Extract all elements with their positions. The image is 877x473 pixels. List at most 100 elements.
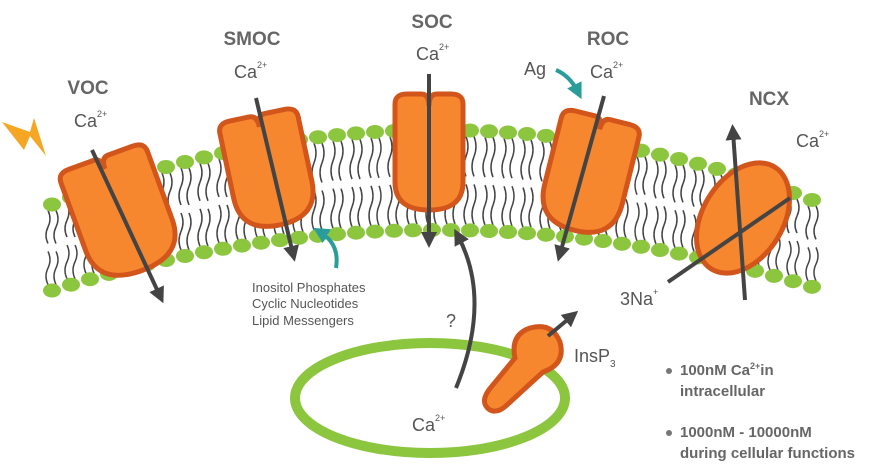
roc-ion: Ca2+ xyxy=(590,60,623,82)
lipid-head xyxy=(347,126,365,141)
lipid-tail xyxy=(786,240,792,276)
lipid-tail xyxy=(368,185,374,226)
lipid-head xyxy=(366,124,384,139)
lipid-head xyxy=(689,156,707,171)
lipid-head xyxy=(43,283,61,298)
ncx-sodium-ion: 3Na+ xyxy=(620,287,658,309)
lipid-tail xyxy=(387,136,393,178)
ncx-label: NCX xyxy=(749,89,789,110)
lipid-tail xyxy=(520,139,526,180)
lipid-tail xyxy=(330,188,336,229)
question-mark: ? xyxy=(446,311,456,331)
smoc-label: SMOC xyxy=(224,29,281,50)
insp3-binding-arrow xyxy=(546,310,579,338)
lipid-tail xyxy=(224,204,230,244)
lipid-tail xyxy=(634,156,640,195)
roc-channel xyxy=(540,107,642,235)
lipid-tail xyxy=(311,190,317,231)
lipid-head xyxy=(803,192,821,207)
lipid-head xyxy=(328,128,346,143)
lipid-head xyxy=(765,268,783,283)
messenger-label: Cyclic Nucleotides xyxy=(252,296,359,311)
lipid-tail xyxy=(520,187,526,228)
lipid-head xyxy=(594,234,612,249)
lipid-tail xyxy=(775,234,781,271)
messenger-label: Lipid Messengers xyxy=(252,313,354,328)
lipid-head xyxy=(157,159,175,174)
roc-label: ROC xyxy=(587,29,630,50)
lipid-head xyxy=(62,277,80,292)
note-superscript: 2+ xyxy=(750,361,761,371)
lipid-head xyxy=(537,128,555,143)
lipid-head xyxy=(803,279,821,294)
lipid-tail xyxy=(482,137,488,178)
lipid-head xyxy=(423,223,441,238)
lightning-icon xyxy=(2,118,46,156)
lipid-tail xyxy=(178,212,184,251)
lipid-tail xyxy=(501,185,507,227)
lipid-tail xyxy=(319,190,325,231)
lipid-tail xyxy=(72,244,78,280)
lipid-head xyxy=(461,223,479,238)
lipid-tail xyxy=(672,210,678,248)
lipid-tail xyxy=(349,186,355,228)
lipid-head xyxy=(442,223,460,238)
voc-calcium-arrow xyxy=(90,149,164,304)
lipid-tail xyxy=(661,206,667,245)
lipid-tail xyxy=(368,137,374,179)
lipid-tail xyxy=(805,205,811,240)
messenger-activation-arrow xyxy=(313,227,339,269)
lipid-tail xyxy=(376,137,382,179)
store-calcium-ion: Ca2+ xyxy=(412,413,445,435)
lipid-tail xyxy=(794,198,800,234)
lipid-head xyxy=(195,150,213,165)
lipid-head xyxy=(499,224,517,239)
note-text: during cellular functions xyxy=(680,445,856,462)
voc-ion: Ca2+ xyxy=(74,109,107,131)
lipid-tail xyxy=(813,205,819,240)
smoc-ion: Ca2+ xyxy=(234,60,267,82)
lipid-tail xyxy=(539,141,545,182)
lipid-tail xyxy=(319,142,325,183)
soc-ion: Ca2+ xyxy=(416,42,449,64)
lipid-tail xyxy=(45,251,51,285)
lipid-tail xyxy=(216,158,222,198)
note-text: intracellular xyxy=(680,383,766,400)
lipid-head xyxy=(575,231,593,246)
lipid-head xyxy=(708,161,726,176)
lipid-head xyxy=(271,233,289,248)
roc-calcium-arrow xyxy=(554,95,606,262)
lipid-head xyxy=(233,238,251,253)
lipid-tail xyxy=(528,187,534,228)
lipid-tail xyxy=(642,202,648,242)
calcium-store-ring xyxy=(290,338,570,458)
lipid-tail xyxy=(216,204,222,244)
lipid-tail xyxy=(509,185,515,227)
lipid-head xyxy=(328,227,346,242)
lipid-tail xyxy=(64,244,70,280)
lipid-tail xyxy=(186,212,192,251)
lipid-tail xyxy=(330,140,336,181)
insp3-receptor xyxy=(482,324,564,414)
lipid-tail xyxy=(205,208,211,247)
store-release-arrow xyxy=(454,228,477,389)
lipid-tail xyxy=(357,139,363,180)
lipid-tail xyxy=(338,188,344,229)
ncx-calcium-arrow xyxy=(725,124,747,301)
lipid-tail xyxy=(482,184,488,226)
agonist-binding-arrow xyxy=(555,68,582,100)
lipid-tail xyxy=(642,156,648,195)
lipid-head xyxy=(613,236,631,251)
lipid-tail xyxy=(680,210,686,248)
lipid-head xyxy=(252,235,270,250)
lipid-tail xyxy=(338,140,344,181)
lipid-head xyxy=(784,274,802,289)
lipid-tail xyxy=(357,186,363,228)
lipid-tail xyxy=(794,240,800,276)
lipid-head xyxy=(214,241,232,256)
lipid-tail xyxy=(349,139,355,180)
lipid-tail xyxy=(205,163,211,202)
lipid-tail xyxy=(53,251,59,285)
lipid-tail xyxy=(197,208,203,247)
